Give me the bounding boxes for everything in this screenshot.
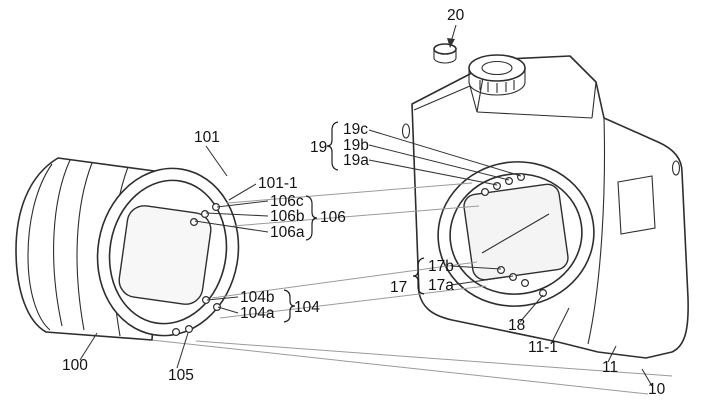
camera-lens-mount <box>437 161 595 307</box>
lens-contact <box>213 303 222 312</box>
camera-body <box>401 43 689 359</box>
projection-line <box>226 182 473 204</box>
grouping-braces <box>283 121 425 323</box>
ref-label-19c: 19c <box>343 121 368 138</box>
ref-label-104b: 104b <box>240 289 274 306</box>
projection-line <box>232 205 480 227</box>
leader-line-106b <box>205 212 269 217</box>
lens-contact <box>172 328 181 337</box>
camera-contact <box>538 289 547 298</box>
viewfinder-hump-base <box>476 111 593 119</box>
ref-label-105: 105 <box>168 367 194 384</box>
projection-line <box>195 340 673 377</box>
shutter-button-top <box>433 43 457 55</box>
ref-label-19b: 19b <box>343 137 369 154</box>
brace-17-group <box>412 257 425 295</box>
camera-contact <box>481 188 490 197</box>
leader-lines <box>79 24 653 387</box>
leader-line-19b <box>368 144 510 181</box>
leader-line-18 <box>519 294 544 323</box>
leader-line-104a <box>217 306 239 314</box>
camera-contact <box>497 266 506 275</box>
ref-label-19: 19 <box>310 139 327 156</box>
shutter-button-side <box>433 49 457 64</box>
leader-line-11 <box>607 345 617 363</box>
top-plate-bevel <box>469 85 478 113</box>
bottom-projection-lines <box>95 333 673 395</box>
mirror-line <box>481 213 550 254</box>
mode-dial-top <box>468 54 526 82</box>
leader-line-104b <box>206 296 239 301</box>
leader-line-100 <box>79 332 98 361</box>
ref-label-17: 17 <box>390 279 407 296</box>
ref-label-17b: 17b <box>428 258 454 275</box>
leader-line-17a <box>450 275 514 286</box>
ref-label-106a: 106a <box>270 224 305 241</box>
lens-rear-opening <box>118 205 212 305</box>
ref-label-10: 10 <box>648 381 666 398</box>
ref-label-106c: 106c <box>270 193 304 210</box>
leader-line-101-1 <box>228 183 257 201</box>
leader-line-19a <box>368 159 498 186</box>
leader-line-106a <box>194 220 269 233</box>
projection-line <box>219 285 487 319</box>
lens-assembly <box>15 157 240 341</box>
mirror-box-opening <box>463 183 569 281</box>
ref-label-106b: 106b <box>270 208 304 225</box>
viewfinder-hump-edge <box>591 81 597 119</box>
projection-line <box>211 261 478 299</box>
brace-106-group <box>305 195 318 241</box>
leader-line-105 <box>176 332 189 369</box>
ref-label-19a: 19a <box>343 152 369 169</box>
leader-line-17b <box>450 265 502 270</box>
lens-contact <box>185 325 194 334</box>
ref-label-11-1: 11-1 <box>528 339 558 356</box>
ref-label-101-1: 101-1 <box>258 175 298 192</box>
leader-line-10 <box>641 368 653 387</box>
lens-contact <box>201 210 210 219</box>
contact-projection-lines <box>211 182 487 319</box>
ref-label-11: 11 <box>602 359 618 376</box>
barrel-ring-line <box>76 162 93 331</box>
camera-contact <box>516 173 525 182</box>
camera-contact <box>493 182 502 191</box>
strap-lug <box>671 160 681 176</box>
projection-line <box>95 333 649 395</box>
ref-label-17a: 17a <box>428 277 454 294</box>
brace-19-group <box>326 121 339 171</box>
ref-label-104: 104 <box>294 299 320 316</box>
mode-dial-inner <box>481 60 513 76</box>
grip-front-boundary <box>587 117 606 345</box>
leader-line-11-1 <box>550 307 570 345</box>
strap-lug <box>401 123 411 139</box>
lens-contact <box>190 218 199 227</box>
ref-label-100: 100 <box>62 357 88 374</box>
barrel-ring-line <box>53 159 71 327</box>
lens-front-rim-line <box>27 163 53 331</box>
camera-contact <box>509 273 518 282</box>
ref-label-18: 18 <box>508 317 525 334</box>
camera-contact <box>505 177 514 186</box>
leader-line-19c <box>368 129 522 177</box>
mode-dial-side <box>468 68 526 96</box>
arrowhead-20 <box>447 38 455 48</box>
leader-line-101 <box>205 145 228 177</box>
brace-104-group <box>283 289 296 323</box>
reference-labels: 20 101 19 19c 19b 19a 101-1 106c 106b 10… <box>62 7 666 398</box>
camera-contact <box>520 279 529 288</box>
top-plate-bevel <box>413 85 471 111</box>
leader-line-106c <box>216 200 269 208</box>
ref-label-104a: 104a <box>240 305 275 322</box>
ref-label-101: 101 <box>194 129 220 146</box>
ref-label-106: 106 <box>320 209 346 226</box>
grip-side-door <box>617 175 656 235</box>
ref-label-20: 20 <box>447 7 465 24</box>
